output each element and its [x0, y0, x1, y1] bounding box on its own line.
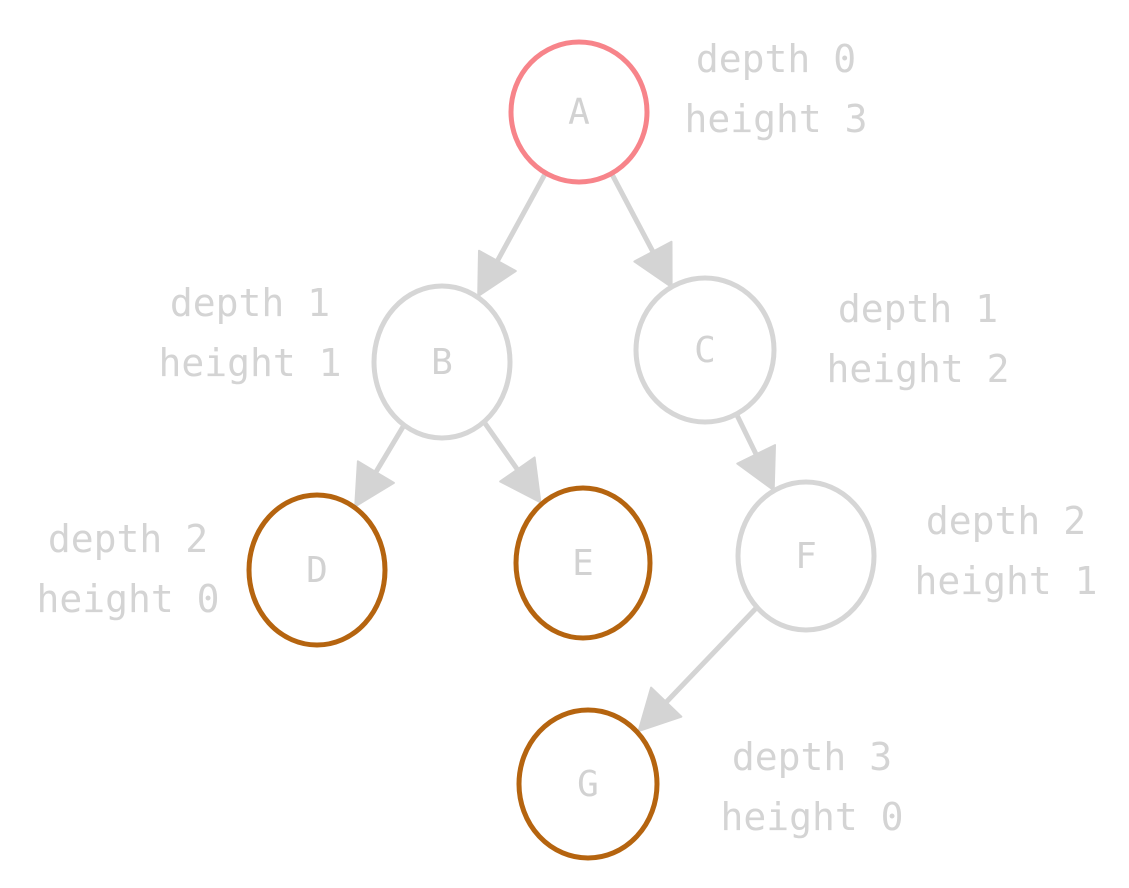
arrowhead-icon — [499, 456, 542, 504]
edge-B-E — [482, 420, 542, 504]
edge-line — [733, 410, 759, 457]
node-label: C — [694, 330, 716, 371]
annotation-D: depth 2 height 0 — [36, 517, 219, 621]
annotation-A: depth 0 height 3 — [684, 37, 867, 141]
edges-layer — [354, 169, 776, 732]
node-circle — [735, 479, 877, 633]
edge-F-G — [637, 605, 759, 732]
node-circle — [246, 492, 388, 648]
edge-line — [482, 420, 520, 472]
node-A: A — [508, 39, 650, 185]
annotation-F: depth 2 height 1 — [914, 499, 1097, 603]
arrowhead-icon — [477, 249, 517, 297]
depth-label: depth 1 — [838, 287, 998, 331]
edge-A-B — [477, 169, 549, 297]
node-circle — [633, 275, 777, 425]
height-label: height 3 — [684, 97, 867, 141]
arrowhead-icon — [637, 686, 683, 732]
node-circle — [516, 707, 660, 861]
edge-line — [373, 423, 407, 475]
arrowhead-icon — [633, 240, 673, 288]
node-label: B — [431, 342, 453, 383]
node-F: F — [735, 479, 877, 633]
node-label: A — [568, 92, 590, 133]
node-label: G — [577, 764, 599, 805]
edge-line — [663, 605, 759, 705]
height-label: height 1 — [914, 559, 1097, 603]
annotation-C: depth 1 height 2 — [826, 287, 1009, 391]
node-circle — [513, 485, 653, 641]
height-label: height 2 — [826, 347, 1009, 391]
edge-line — [494, 169, 549, 264]
height-label: height 0 — [36, 577, 219, 621]
edge-B-D — [354, 423, 407, 508]
node-label: E — [572, 543, 594, 584]
annotation-B: depth 1 height 1 — [158, 281, 341, 385]
depth-label: depth 2 — [926, 499, 1086, 543]
depth-label: depth 2 — [48, 517, 208, 561]
node-B: B — [371, 283, 513, 441]
arrowhead-icon — [354, 460, 395, 508]
node-label: D — [306, 550, 328, 591]
node-circle — [508, 39, 650, 185]
node-C: C — [633, 275, 777, 425]
node-label: F — [795, 536, 817, 577]
height-label: height 1 — [158, 341, 341, 385]
node-D: D — [246, 492, 388, 648]
annotation-G: depth 3 height 0 — [720, 735, 903, 839]
depth-label: depth 0 — [696, 37, 856, 81]
depth-label: depth 3 — [732, 735, 892, 779]
height-label: height 0 — [720, 795, 903, 839]
arrowhead-icon — [736, 444, 776, 492]
node-G: G — [516, 707, 660, 861]
edge-A-C — [608, 170, 673, 288]
edge-line — [608, 170, 656, 255]
node-circle — [371, 283, 513, 441]
depth-label: depth 1 — [170, 281, 330, 325]
nodes-layer: A B C D E F G — [246, 39, 877, 861]
node-E: E — [513, 485, 653, 641]
edge-C-F — [733, 410, 776, 492]
annotations-layer: depth 0 height 3 depth 1 height 1 depth 1 hei… — [36, 37, 1097, 839]
